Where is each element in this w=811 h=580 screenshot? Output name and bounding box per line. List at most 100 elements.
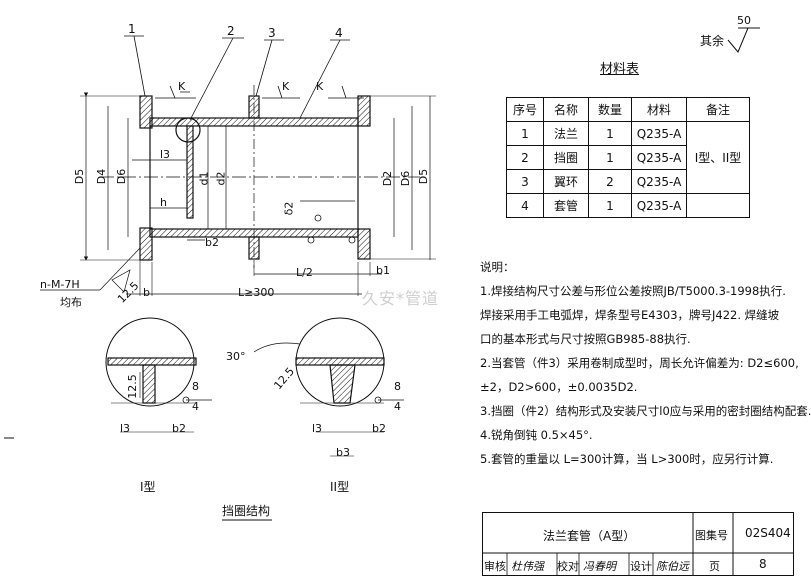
note-line: 焊接采用手工电弧焊，焊条型号E4303，牌号J422. 焊缝坡: [480, 308, 780, 322]
dim-b: b: [143, 286, 150, 299]
cell: Q235-A: [631, 193, 687, 218]
drawing-title: 法兰套管（A型）: [543, 529, 636, 543]
roughness-label: 其余: [700, 34, 725, 48]
weld-mark-3: K: [316, 80, 324, 93]
part-number-3: 3: [268, 26, 276, 40]
table-row: 3 翼环 2 Q235-A: [506, 169, 750, 194]
cell: Q235-A: [631, 121, 687, 146]
cell: [686, 193, 750, 218]
cell: 挡圈: [543, 145, 589, 170]
detail2-b3: b3: [336, 446, 350, 459]
materials-title: 材料表: [600, 62, 640, 77]
dim-D6-right: D6: [399, 170, 413, 187]
title-block: 法兰套管（A型） 图集号 02S404 审核 杜伟强 校对 冯春明 设计 陈伯远…: [482, 512, 794, 576]
cell: 2: [588, 169, 632, 194]
mt-remark: I型、II型: [686, 121, 750, 194]
materials-table: 序号 名称 数量 材料 备注 1 法兰 1 Q235-A I型、II型 2 挡圈…: [506, 97, 750, 218]
mt-h-qty: 数量: [588, 97, 632, 122]
detail2-b2: b2: [372, 422, 386, 435]
mt-h-mat: 材料: [631, 97, 687, 122]
dim-d1: d1: [197, 171, 211, 186]
detail1-b2: b2: [172, 422, 186, 435]
checker-signature: 冯春明: [583, 560, 616, 573]
atlas-label: 图集号: [695, 529, 728, 542]
table-row: 2 挡圈 1 Q235-A: [506, 145, 750, 170]
dim-delta2: δ2: [282, 201, 296, 216]
mt-h-note: 备注: [686, 97, 750, 122]
roughness-value: 50: [737, 14, 751, 27]
page-label: 页: [709, 560, 720, 573]
cell: 2: [506, 145, 544, 170]
page-number: 8: [759, 557, 767, 571]
notes: 说明： 1.焊接结构尺寸公差与形位公差按照JB/T5000.3-1998执行. …: [480, 255, 811, 471]
part-number-2: 2: [227, 24, 235, 38]
cell: 1: [588, 193, 632, 218]
reviewer-signature: 杜伟强: [511, 560, 544, 573]
cell: 1: [506, 121, 544, 146]
thread-spec: n-M-7H: [40, 278, 80, 291]
weld-mark-2: K: [282, 80, 290, 93]
dim-D5-right: D5: [417, 168, 431, 185]
note-line: 4.锐角倒钝 0.5×45°.: [480, 428, 593, 442]
weld-mark-1: K: [178, 80, 186, 93]
dim-h: h: [160, 196, 167, 209]
dim-D6-left: D6: [115, 168, 129, 185]
part-number-1: 1: [128, 22, 136, 36]
note-line: 5.套管的重量以 L=300计算，当 L>300时，应另行计算.: [480, 452, 774, 466]
dim-L: L≥300: [238, 286, 275, 299]
cell: 4: [506, 193, 544, 218]
cell: 法兰: [543, 121, 589, 146]
detail1-l3: l3: [120, 422, 131, 435]
note-line: 1.焊接结构尺寸公差与形位公差按照JB/T5000.3-1998执行.: [480, 284, 786, 298]
mt-h-no: 序号: [506, 97, 544, 122]
detail1-r125: 12.5: [125, 374, 139, 399]
cell: 1: [588, 121, 632, 146]
dim-D5-left: D5: [73, 168, 87, 185]
review-label: 审核: [484, 560, 506, 573]
mt-h-name: 名称: [543, 97, 589, 122]
check-label: 校对: [557, 560, 579, 573]
note-line: ±2，D2>600，±0.0035D2.: [480, 380, 638, 394]
view-type2: II型: [330, 480, 350, 494]
dim-L2: L/2: [296, 266, 313, 279]
detail2-l3: l3: [312, 422, 323, 435]
flange-right-top: [357, 95, 371, 127]
retaining-ring-caption: 挡圈结构: [222, 504, 271, 518]
dim-d2: d2: [214, 171, 228, 186]
detail1-w8: 8: [192, 380, 199, 393]
dim-b2: b2: [205, 236, 219, 249]
detail1-w4: 4: [192, 400, 199, 413]
note-line: 口的基本形式与尺寸按照GB985-88执行.: [480, 332, 691, 346]
table-row: 4 套管 1 Q235-A: [506, 193, 750, 218]
cell: 翼环: [543, 169, 589, 194]
dim-D2: D2: [381, 170, 395, 187]
note-line: 2.当套管（件3）采用卷制成型时，周长允许偏差为: D2≤600,: [480, 356, 799, 370]
atlas-number: 02S404: [745, 526, 791, 540]
retaining-ring: [186, 125, 194, 219]
cell: Q235-A: [631, 145, 687, 170]
detail2-angle: 30°: [226, 350, 246, 363]
flange-bottom: [139, 227, 153, 261]
cell: Q235-A: [631, 169, 687, 194]
view-type1: I型: [140, 480, 156, 494]
watermark: 久安*管道: [362, 289, 440, 308]
detail2-w8: 8: [394, 380, 401, 393]
notes-title: 说明：: [480, 260, 515, 274]
part-number-4: 4: [335, 26, 343, 40]
dim-l3: l3: [160, 148, 171, 161]
dim-D4-left: D4: [95, 168, 109, 185]
dim-b1: b1: [376, 264, 390, 277]
design-label: 设计: [630, 560, 652, 573]
detail2-w4: 4: [394, 400, 401, 413]
thread-spec-sub: 均布: [60, 296, 82, 309]
flange-top: [139, 95, 153, 129]
flange-right-bottom: [357, 228, 371, 260]
table-row: 1 法兰 1 Q235-A I型、II型: [506, 121, 750, 194]
cell: 套管: [543, 193, 589, 218]
designer-signature: 陈伯远: [656, 560, 689, 573]
cell: 3: [506, 169, 544, 194]
note-line: 3.挡圈（件2）结构形式及安装尺寸l0应与采用的密封圈结构配套.: [480, 404, 811, 418]
cell: 1: [588, 145, 632, 170]
detail-circle: [175, 117, 201, 143]
